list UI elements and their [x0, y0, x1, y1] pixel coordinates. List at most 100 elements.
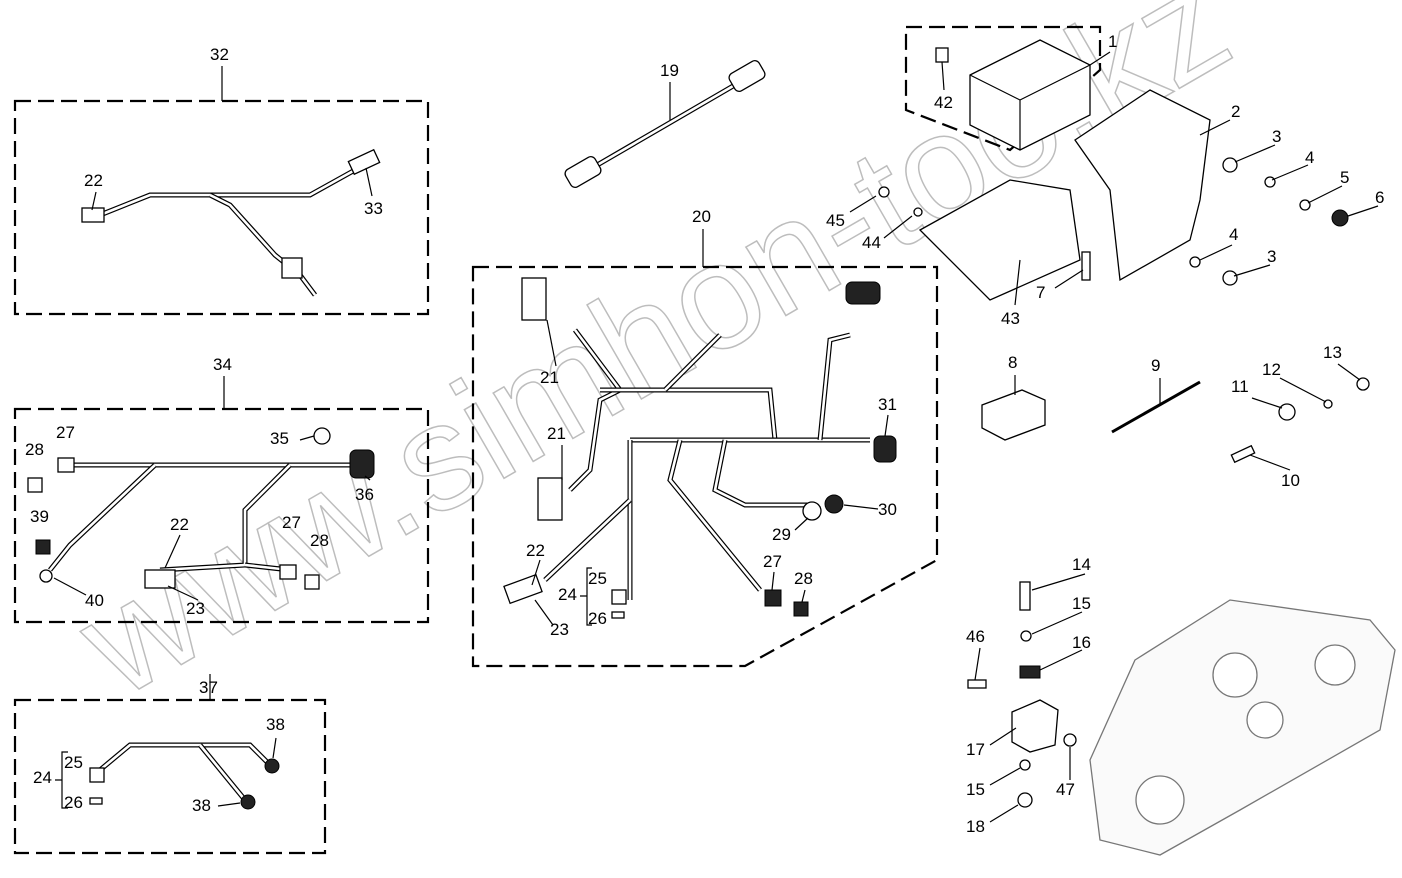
cable-tie-9	[1111, 380, 1201, 434]
terminal-40	[39, 569, 53, 583]
gearbox	[1089, 599, 1396, 856]
callout-26: 26	[64, 793, 83, 812]
washer-4	[1264, 176, 1276, 188]
callout-38: 38	[192, 796, 211, 815]
plug-38b	[240, 794, 256, 810]
callout-24: 24	[558, 585, 577, 604]
callout-2: 2	[1231, 102, 1240, 121]
callout-5: 5	[1340, 168, 1349, 187]
nut-3	[1222, 157, 1238, 173]
connector-22-23	[503, 573, 543, 605]
connector-27	[57, 457, 75, 473]
callout-28: 28	[794, 569, 813, 588]
callout-27: 27	[282, 513, 301, 532]
harness-group-34: 34 35 28 27 36 39 40 22 27 28 23	[13, 355, 430, 624]
callout-10: 10	[1281, 471, 1300, 490]
callout-36: 36	[355, 485, 374, 504]
callout-4: 4	[1305, 148, 1314, 167]
round-connector	[845, 281, 881, 305]
connector-22-23	[144, 569, 176, 589]
bolt-7	[1081, 251, 1091, 281]
plug-38	[264, 758, 280, 774]
group-32-frame	[13, 99, 430, 316]
callout-21: 21	[540, 368, 559, 387]
clip-25	[611, 589, 627, 605]
callout-40: 40	[85, 591, 104, 610]
cap-6	[1331, 209, 1349, 227]
washer-5	[1299, 199, 1311, 211]
callout-22: 22	[526, 541, 545, 560]
nut-47	[1063, 733, 1077, 747]
callout-38: 38	[266, 715, 285, 734]
callout-28: 28	[310, 531, 329, 550]
connector-27b	[279, 564, 297, 580]
callout-43: 43	[1001, 309, 1020, 328]
callout-13: 13	[1323, 343, 1342, 362]
harness-group-32: 32 22 33	[13, 45, 430, 316]
callout-8: 8	[1008, 353, 1017, 372]
callout-15: 15	[966, 780, 985, 799]
base-26	[89, 797, 103, 805]
connector-31	[873, 435, 897, 463]
callout-14: 14	[1072, 555, 1091, 574]
nut-13	[1356, 377, 1370, 391]
harness-group-37: 37 38 38 24 25 26	[13, 674, 327, 855]
callout-18: 18	[966, 817, 985, 836]
washer-4b	[1189, 256, 1201, 268]
callout-16: 16	[1072, 633, 1091, 652]
callout-42: 42	[934, 93, 953, 112]
group-34-frame	[13, 407, 430, 624]
component-35	[313, 427, 331, 445]
callout-29: 29	[772, 525, 791, 544]
connector-39	[35, 539, 51, 555]
callout-45: 45	[826, 211, 845, 230]
connector-21b	[537, 477, 563, 521]
bolt-14	[1019, 581, 1031, 611]
connector-28	[793, 601, 809, 617]
callout-39: 39	[30, 507, 49, 526]
plate-43	[918, 179, 1081, 301]
callout-24: 24	[33, 768, 52, 787]
callout-22: 22	[170, 515, 189, 534]
cap-30	[824, 494, 844, 514]
bracket-2	[1074, 89, 1211, 282]
ring-terminal	[281, 257, 303, 279]
callout-44: 44	[862, 233, 881, 252]
connector-22	[81, 207, 105, 223]
connector-33	[347, 148, 381, 176]
callout-15: 15	[1072, 594, 1091, 613]
callout-25: 25	[64, 753, 83, 772]
callout-26: 26	[588, 609, 607, 628]
group-32-label: 32	[210, 45, 229, 64]
control-box-assembly: 1 42 2 3 4 5 6 45 44 7 43 4 3 8 9 13 12 …	[826, 25, 1396, 856]
clamp-11	[1278, 403, 1296, 421]
component-29	[802, 501, 822, 521]
callout-22: 22	[84, 171, 103, 190]
group-34-label: 34	[213, 355, 232, 374]
callout-46: 46	[966, 627, 985, 646]
callout-12: 12	[1262, 360, 1281, 379]
callout-19: 19	[660, 61, 679, 80]
callout-21: 21	[547, 424, 566, 443]
screw-45	[878, 186, 890, 198]
connector-27	[764, 589, 782, 607]
group-37-label: 37	[199, 678, 218, 697]
callout-27: 27	[56, 423, 75, 442]
group-20-frame	[471, 265, 939, 668]
callout-23: 23	[550, 620, 569, 639]
clip-25	[89, 767, 105, 783]
callout-1: 1	[1108, 32, 1117, 51]
group-1-frame	[904, 25, 1102, 152]
callout-3: 3	[1267, 247, 1276, 266]
harness-group-20: 20 21 21 31 30 29 22 2	[471, 207, 939, 668]
connector-21	[521, 277, 547, 321]
callout-27: 27	[763, 552, 782, 571]
screw-46	[967, 679, 987, 689]
block-8	[981, 389, 1046, 441]
callout-23: 23	[186, 599, 205, 618]
callout-9: 9	[1151, 356, 1160, 375]
callout-35: 35	[270, 429, 289, 448]
callout-7: 7	[1036, 283, 1045, 302]
callout-28: 28	[25, 440, 44, 459]
